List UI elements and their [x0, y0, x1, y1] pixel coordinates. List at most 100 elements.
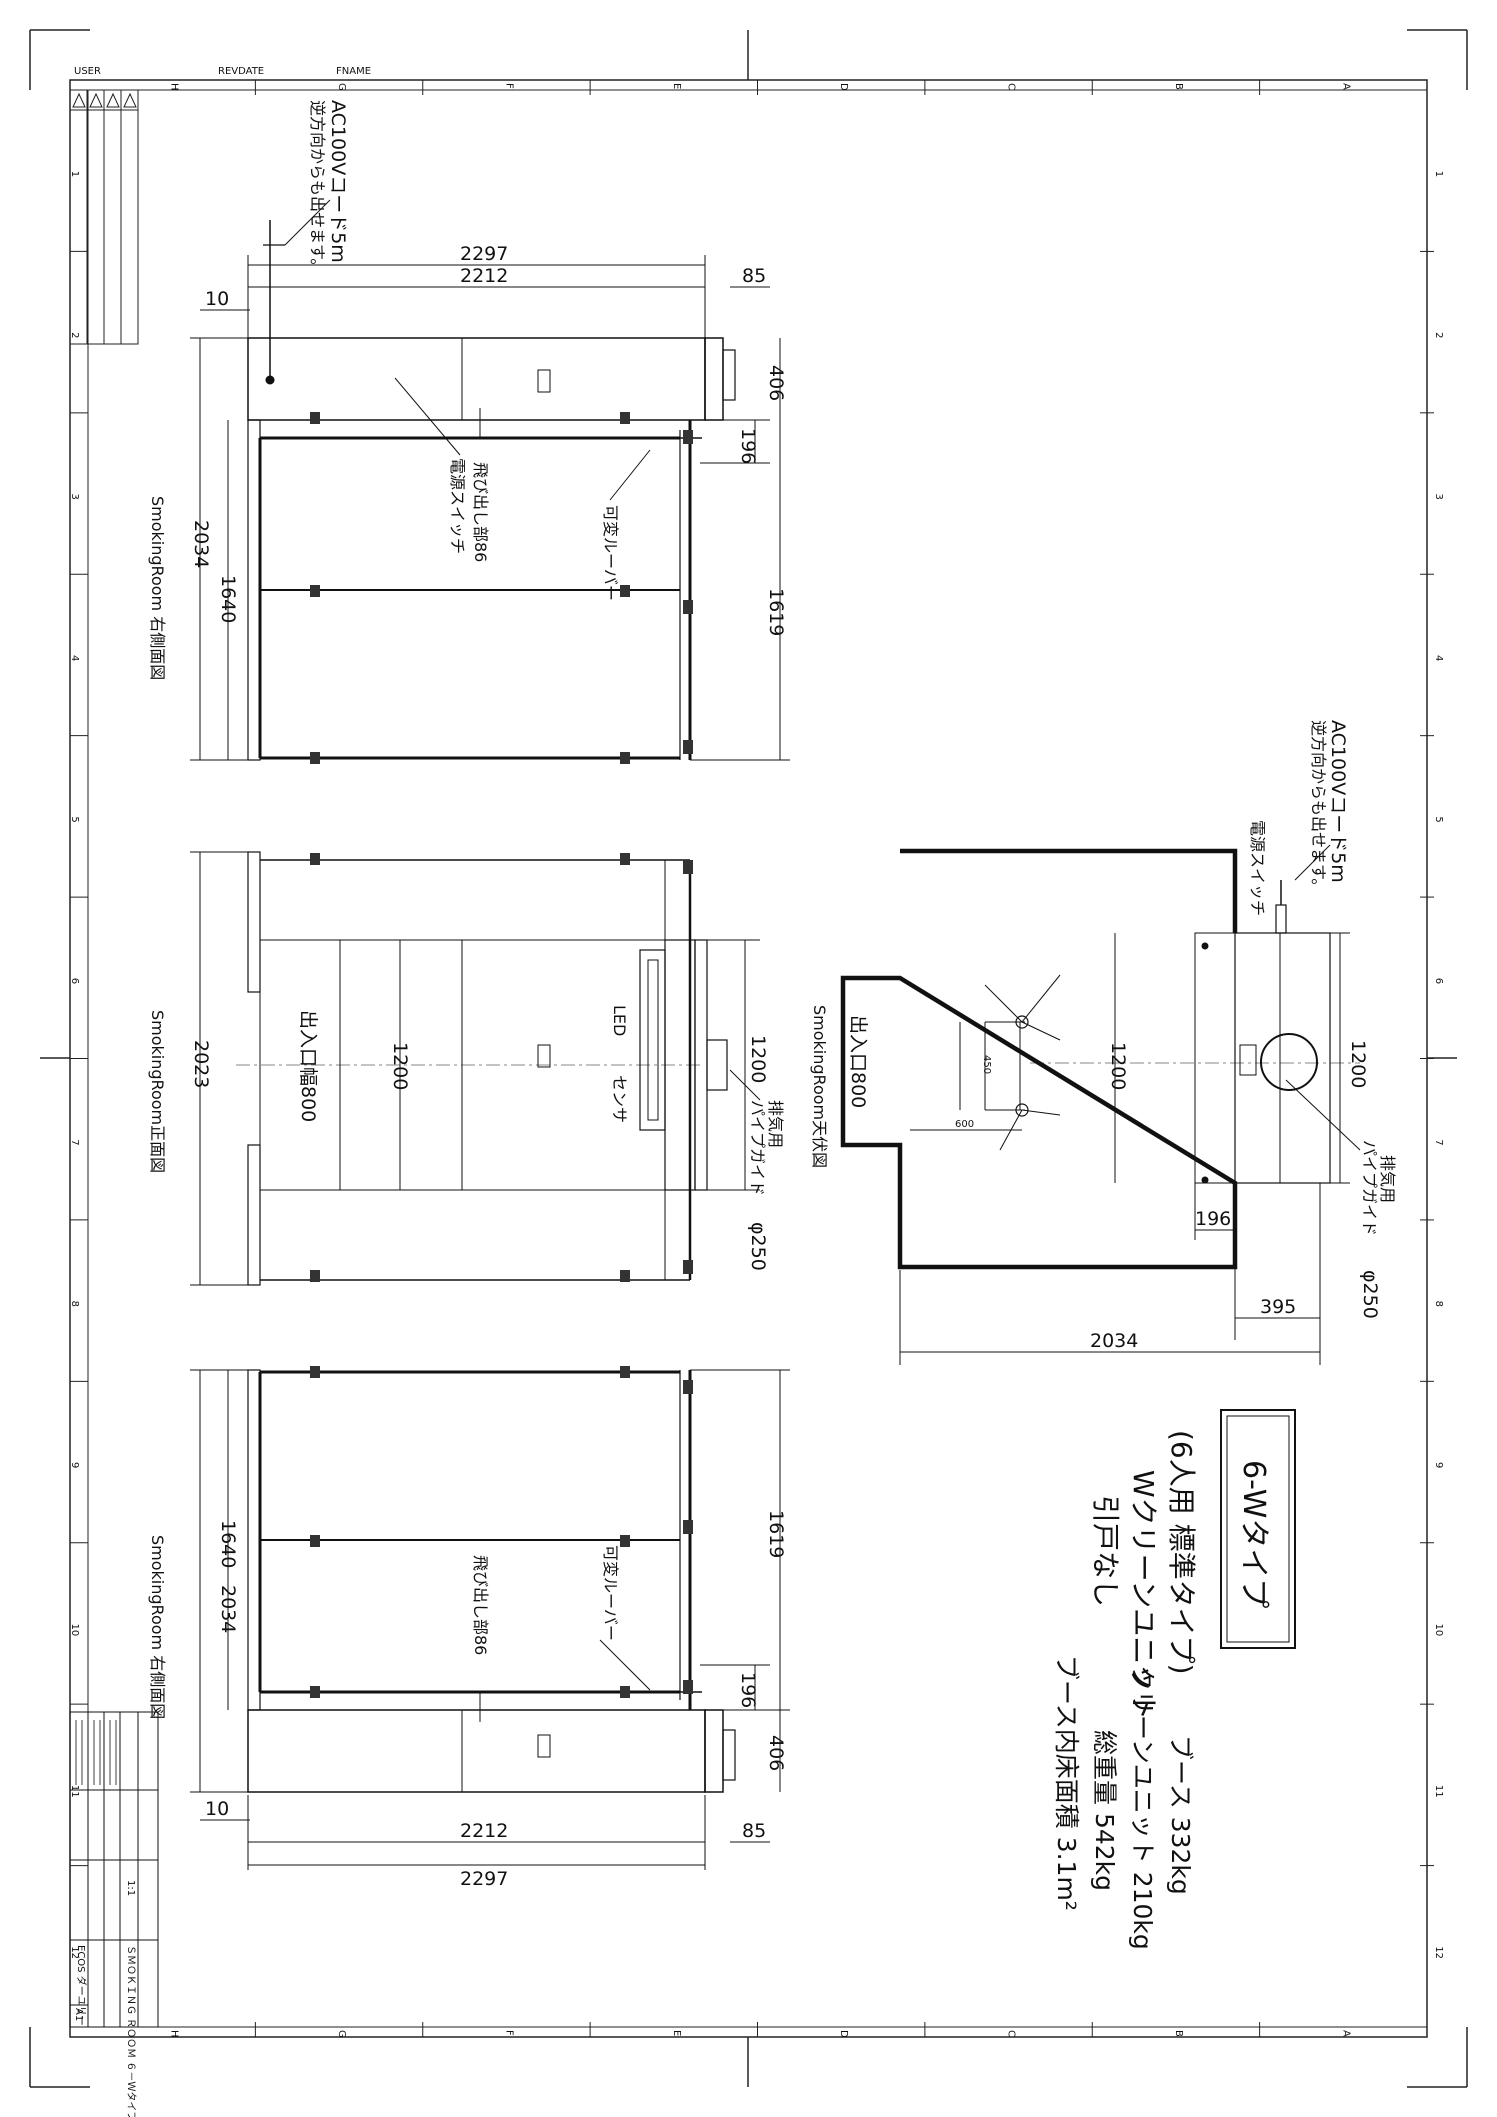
side-view-bottom-labels: 2212 2297 10 85 406 196 1619 1640 2034 S… [148, 1510, 787, 1890]
dim-step-plan: 196 [1195, 1208, 1231, 1230]
dim-step-top: 196 [737, 428, 759, 464]
pipe-guide-label-front: パイプガイド [748, 1100, 767, 1196]
grid-col-label-bottom: H [169, 2030, 180, 2038]
dim-top-unit-bottom: 406 [765, 1735, 787, 1771]
grid-row-label-right: 10 [1433, 1623, 1444, 1636]
grid-row-label-right: 2 [1433, 332, 1444, 338]
dim-inner-b-plan: 450 [981, 1055, 992, 1074]
grid-row-label-left: 6 [69, 978, 80, 984]
grid-col-label-top: G [336, 83, 347, 91]
grid-col-label-top: A [1340, 83, 1351, 90]
power-cord-plan: AC100Vコード5m [1327, 720, 1349, 883]
dim-overall-top: 2297 [460, 243, 508, 265]
grid-row-label-right: 11 [1433, 1785, 1444, 1798]
side-view-bottom [190, 1369, 790, 1870]
exhaust-label-front: 排気用 [766, 1100, 785, 1148]
dim-left-top: 10 [205, 288, 229, 310]
plan-view [840, 844, 1361, 1365]
grid-col-label-bottom: E [671, 2030, 682, 2036]
dim-height-b-top: 1640 [217, 575, 239, 623]
grid-row-label-right: 6 [1433, 978, 1444, 984]
caption-front: SmokingRoom正面図 [148, 1010, 167, 1173]
side-view-bottom-hinges [310, 1366, 693, 1698]
grid-col-label-top: E [671, 83, 682, 89]
grid-col-label-top: D [838, 83, 849, 91]
header-fname: FNAME [336, 66, 371, 77]
grid-row-label-left: 1 [69, 171, 80, 177]
dim-width-a-plan: 1200 [1107, 1042, 1129, 1090]
grid-col-label-top: C [1006, 83, 1017, 90]
grid-row-label-right: 1 [1433, 171, 1444, 177]
title-block-company: ECOS ダーユリー [75, 1945, 88, 2026]
dim-height-front: 2023 [190, 1040, 212, 1088]
front-view [190, 851, 761, 1286]
dim-height-b-bottom: 1640 [217, 1520, 239, 1568]
dim-height-c-top: 1619 [765, 588, 787, 636]
spec-floor-area: ブース内床面積 3.1m² [1052, 1655, 1081, 1911]
grid-row-label-left: 11 [69, 1785, 80, 1798]
louver-label-bottom: 可変ルーバー [601, 1545, 620, 1641]
side-view-top [190, 199, 790, 761]
exhaust-label-plan: 排気用 [1378, 1155, 1397, 1203]
dim-width-a-front: 1200 [389, 1042, 411, 1090]
dim-height-c-bottom: 1619 [765, 1510, 787, 1558]
dim-unit-depth-plan: 395 [1260, 1296, 1296, 1318]
spec-clean-unit: クリーンユニット 210kg [1128, 1665, 1157, 1950]
dim-height-a-bottom: 2034 [217, 1585, 239, 1633]
grid-row-label-right: 12 [1433, 1946, 1444, 1959]
grid-row-label-right: 9 [1433, 1462, 1444, 1468]
dim-left-bottom: 10 [205, 1798, 229, 1820]
grid-ticks [70, 80, 1434, 2037]
grid-row-label-left: 9 [69, 1462, 80, 1468]
dim-width-b-front: 1200 [747, 1035, 769, 1083]
dim-width-b-plan: 1200 [1347, 1040, 1369, 1088]
led-label: LED [610, 1005, 629, 1036]
spec-line2: Wクリーンユニット [1127, 1470, 1160, 1720]
dim-right-top: 85 [742, 265, 766, 287]
dim-right-bottom: 85 [742, 1820, 766, 1842]
grid-row-label-left: 12 [69, 1946, 80, 1959]
power-cord-note-top: 逆方向からも出せます。 [308, 100, 327, 274]
front-view-hinges [310, 853, 693, 1282]
grid-row-label-left: 4 [69, 655, 80, 661]
dim-inner-top: 2212 [460, 265, 508, 287]
header-revdate: REVDATE [218, 66, 264, 77]
caption-side-top: SmokingRoom 右側面図 [148, 496, 167, 680]
louver-label-top: 可変ルーバー [601, 505, 620, 601]
caption-plan: SmokingRoom天伏図 [810, 1005, 829, 1168]
pipe-dia-plan: φ250 [1359, 1270, 1381, 1319]
grid-row-label-right: 4 [1433, 655, 1444, 661]
dim-depth-plan: 2034 [1090, 1330, 1138, 1352]
title-block-scale: 1:1 [125, 1880, 136, 1896]
front-view-labels: 2023 出入口幅800 1200 1200 LED センサ 排気用 パイプガイ… [148, 1005, 785, 1271]
revision-table [69, 89, 139, 345]
protrusion-label-top: 飛び出し部86 [471, 462, 490, 562]
switch-label-plan: 電源スイッチ [1248, 820, 1267, 916]
pipe-guide-label-plan: パイプガイド [1360, 1140, 1379, 1236]
side-view-top-hinges [310, 412, 693, 764]
spec-total: 総重量 542kg [1090, 1730, 1119, 1891]
grid-row-label-left: 5 [69, 816, 80, 822]
grid-col-label-bottom: C [1006, 2030, 1017, 2037]
spec-title: 6-Wタイプ [1236, 1460, 1271, 1608]
dim-inner-a-plan: 600 [955, 1119, 974, 1130]
power-cord-note-plan: 逆方向からも出せます。 [1309, 720, 1328, 894]
sheet-id: A1 [73, 2008, 84, 2021]
switch-label-top: 電源スイッチ [448, 458, 467, 554]
dim-step-bottom: 196 [737, 1672, 759, 1708]
grid-col-label-bottom: D [838, 2030, 849, 2038]
title-block [69, 1711, 159, 2028]
dim-overall-bottom: 2297 [460, 1868, 508, 1890]
grid-col-label-bottom: G [336, 2030, 347, 2038]
grid-col-label-bottom: A [1340, 2030, 1351, 2037]
spec-block: 6-Wタイプ (6人用 標準タイプ) Wクリーンユニット 引戸なし ブース 33… [1052, 1409, 1296, 1950]
header-user: USER [74, 66, 101, 77]
grid-row-label-left: 10 [69, 1623, 80, 1636]
grid-col-label-top: F [503, 83, 514, 89]
title-block-name: ＳＭＯＫＩＮＧ ＲＯＯＭ ６－Ｗタイプ [125, 1945, 137, 2117]
grid-row-label-right: 5 [1433, 816, 1444, 822]
